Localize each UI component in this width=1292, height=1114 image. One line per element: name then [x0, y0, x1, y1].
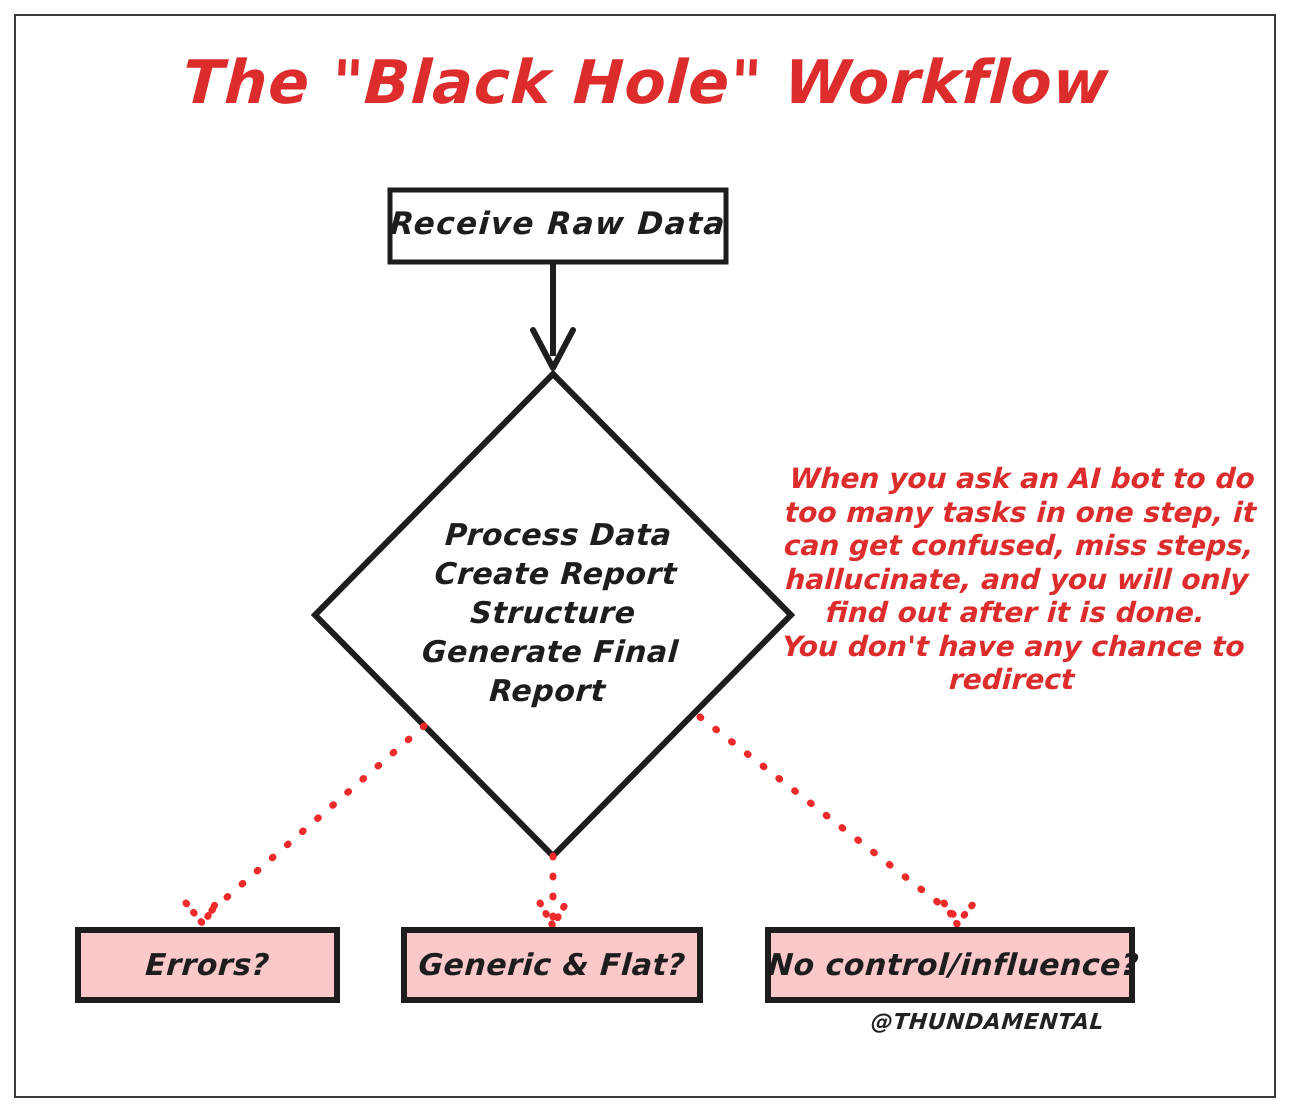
annotation-line-5: find out after it is done.	[825, 596, 1206, 629]
annotation-text: When you ask an AI bot to do too many ta…	[772, 462, 1262, 697]
outcome-box-no-control[interactable]	[765, 927, 1135, 1003]
outcome-box-generic-flat[interactable]	[401, 927, 703, 1003]
process-line-5: Report	[488, 674, 607, 709]
process-line-1: Process Data	[443, 518, 673, 553]
edge-process-to-no-control	[696, 713, 978, 928]
annotation-line-6: You don't have any chance to	[781, 629, 1246, 663]
annotation-line-1: When you ask an AI bot to do	[788, 462, 1256, 495]
annotation-line-2: too many tasks in one step, it	[784, 495, 1257, 529]
process-node-label: Process Data Create Report Structure Gen…	[376, 516, 730, 711]
process-line-3: Structure	[469, 596, 637, 631]
outcome-box-errors[interactable]	[75, 927, 340, 1003]
outcome-label-errors: Errors?	[144, 948, 271, 983]
edge-process-to-generic-flat	[536, 852, 570, 930]
start-node-box[interactable]	[387, 187, 729, 265]
outcome-label-no-control: No control/influence?	[766, 948, 1141, 983]
annotation-line-4: hallucinate, and you will only	[784, 562, 1250, 596]
page-border	[14, 14, 1276, 1098]
annotation-line-3: can get confused, miss steps,	[783, 529, 1255, 562]
author-signature: @THUNDAMENTAL	[869, 1010, 1106, 1035]
process-line-2: Create Report	[433, 557, 679, 592]
process-line-4: Generate Final	[420, 635, 680, 670]
annotation-line-7: redirect	[948, 663, 1076, 696]
edge-start-to-process	[530, 262, 576, 371]
start-node-label: Receive Raw Data	[388, 206, 728, 242]
outcome-label-generic-flat: Generic & Flat?	[417, 948, 687, 983]
edge-process-to-errors	[182, 722, 428, 928]
